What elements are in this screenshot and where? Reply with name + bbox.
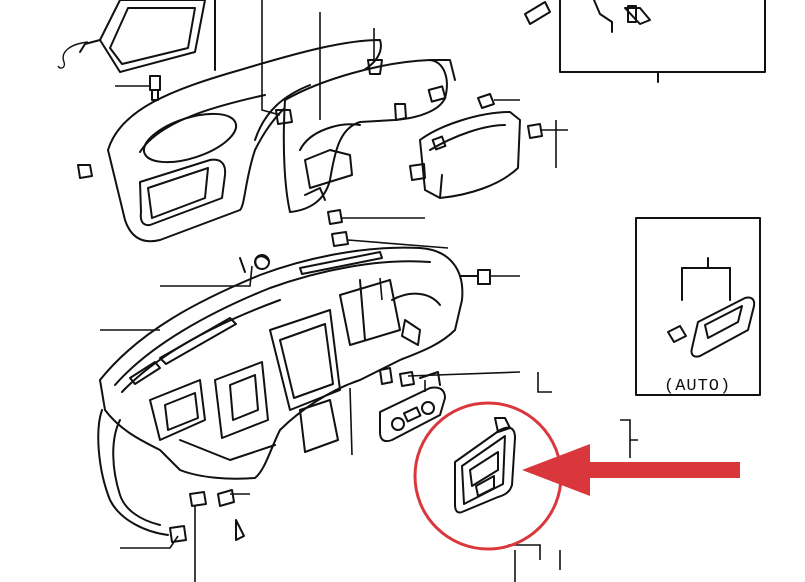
heater-control-bezel [454, 417, 516, 514]
leader-lines [100, 0, 638, 582]
pointer-arrow [522, 444, 740, 496]
glove-box-lid [419, 111, 521, 199]
meter-cluster [57, 0, 216, 73]
fasteners [77, 5, 637, 543]
highlight-annotation [413, 401, 740, 551]
auto-inset-box [635, 217, 761, 396]
auto-label: (AUTO) [664, 377, 731, 396]
dashboard-assembly [97, 246, 464, 536]
top-right-callout-box [524, 0, 766, 83]
